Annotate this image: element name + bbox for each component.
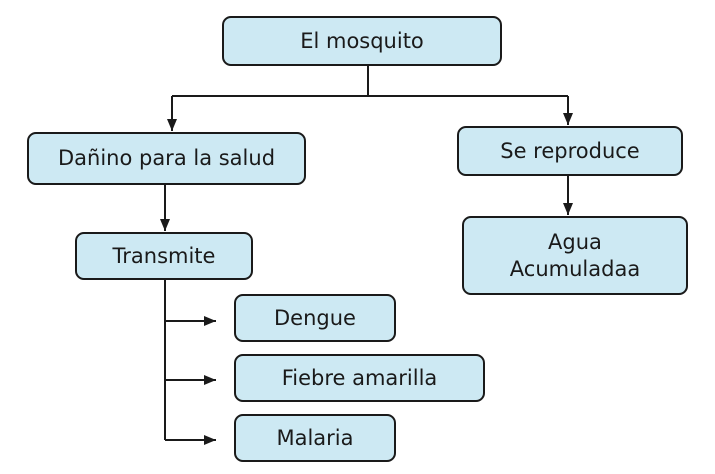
node-dengue: Dengue [234,294,396,342]
node-malaria: Malaria [234,414,396,462]
node-el-mosquito: El mosquito [222,16,502,66]
node-fiebre-amarilla: Fiebre amarilla [234,354,485,402]
node-transmite: Transmite [75,232,253,280]
node-se-reproduce: Se reproduce [457,126,683,176]
node-danino-para-la-salud: Dañino para la salud [27,132,306,185]
node-agua-acumuladaa: Agua Acumuladaa [462,216,688,295]
